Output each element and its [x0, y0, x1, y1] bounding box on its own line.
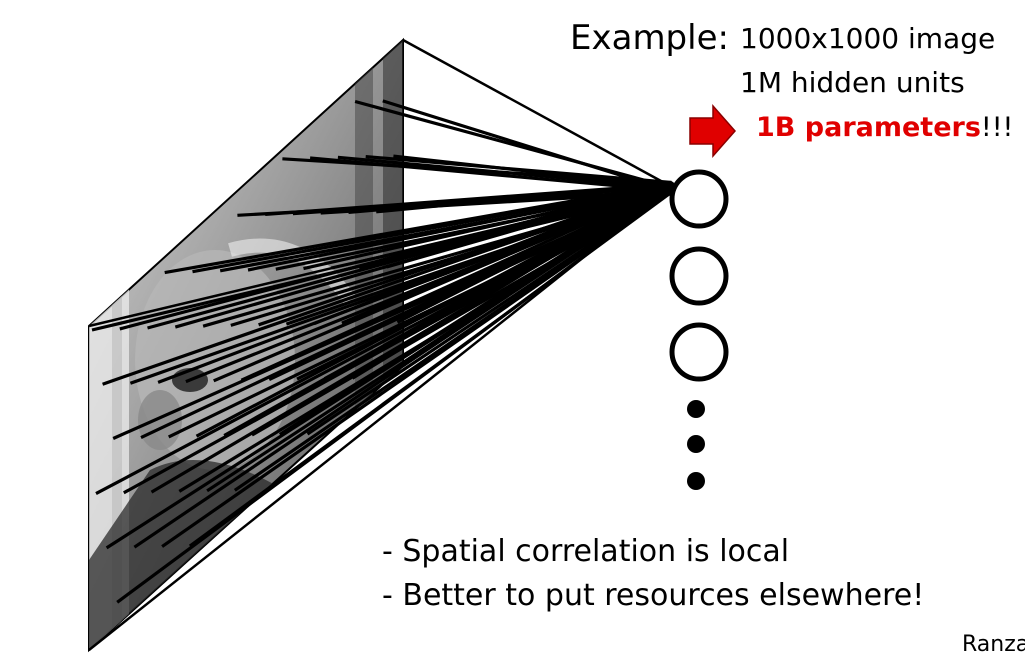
parameters-count: 1B parameters: [756, 112, 981, 143]
connection-edge-line: [403, 187, 672, 366]
parameters-exclaim: !!!: [981, 112, 1013, 143]
hidden-unit-circle-icon: [672, 325, 726, 379]
parameters-text: 1B parameters!!!: [756, 112, 1013, 143]
hidden-unit-circle-icon: [672, 172, 726, 226]
author-credit: Ranzato: [962, 632, 1025, 657]
hidden-units: [672, 172, 726, 379]
example-label: Example:: [570, 18, 729, 58]
image-size-text: 1000x1000 image: [740, 22, 995, 55]
right-arrow-icon: [690, 106, 735, 156]
hidden-unit-circle-icon: [672, 249, 726, 303]
bullet-resources: - Better to put resources elsewhere!: [382, 578, 924, 613]
hidden-units-text: 1M hidden units: [740, 66, 965, 99]
connection-line: [393, 156, 671, 187]
vertical-dots-icon: [687, 400, 705, 490]
connection-edge-line: [403, 40, 672, 187]
bullet-spatial-correlation: - Spatial correlation is local: [382, 534, 789, 569]
